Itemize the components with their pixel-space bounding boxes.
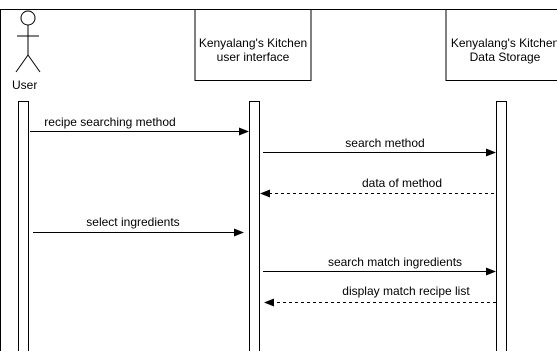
message-label: select ingredients bbox=[86, 215, 179, 229]
participant-ui-label-line1: Kenyalang's Kitchen bbox=[199, 36, 307, 50]
actor-right-leg bbox=[27, 54, 41, 73]
participant-storage[interactable]: Kenyalang's Kitchen Data Storage bbox=[445, 9, 557, 81]
actor-head-icon bbox=[20, 10, 36, 26]
message-select-ingredients[interactable]: select ingredients bbox=[33, 215, 244, 237]
actor-left-leg bbox=[15, 54, 29, 73]
participant-storage-label-line2: Data Storage bbox=[470, 50, 541, 64]
message-label: recipe searching method bbox=[44, 115, 175, 129]
participant-ui-label-line2: user interface bbox=[217, 50, 290, 64]
message-label: search match ingredients bbox=[328, 255, 462, 269]
message-search-method[interactable]: search method bbox=[263, 136, 496, 157]
lifeline-ui bbox=[249, 101, 260, 351]
actor-user-label: User bbox=[12, 78, 37, 92]
message-data-of-method[interactable]: data of method bbox=[260, 176, 494, 198]
participant-ui-box bbox=[194, 9, 312, 81]
message-recipe-searching-method[interactable]: recipe searching method bbox=[30, 115, 249, 136]
message-display-match-recipe-list[interactable]: display match recipe list bbox=[264, 284, 496, 307]
participant-storage-box bbox=[445, 9, 557, 81]
message-label: display match recipe list bbox=[342, 284, 470, 298]
message-label: data of method bbox=[362, 176, 442, 190]
participant-ui[interactable]: Kenyalang's Kitchen user interface bbox=[194, 9, 312, 81]
lifeline-storage bbox=[496, 101, 507, 351]
actor-user[interactable]: User bbox=[12, 10, 41, 92]
message-label: search method bbox=[345, 136, 424, 150]
participant-storage-label-line1: Kenyalang's Kitchen bbox=[451, 36, 557, 50]
message-search-match-ingredients[interactable]: search match ingredients bbox=[263, 255, 496, 276]
lifeline-user bbox=[18, 101, 29, 351]
